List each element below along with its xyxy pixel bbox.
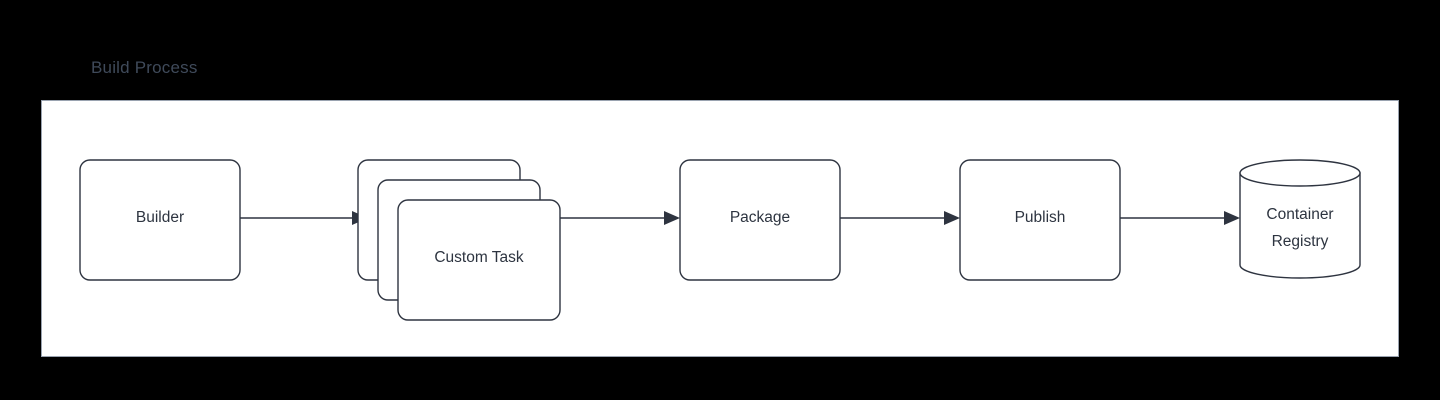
node-container-registry-label-line1: Container bbox=[1266, 206, 1333, 223]
page-title: Build Process bbox=[91, 58, 198, 77]
node-package[interactable]: Package bbox=[679, 159, 841, 281]
node-package-label: Package bbox=[730, 209, 790, 226]
node-container-registry-label-line2: Registry bbox=[1272, 233, 1329, 250]
edge-custom-task-to-package bbox=[560, 211, 680, 225]
custom-task-card-front bbox=[397, 199, 561, 321]
node-custom-task-label: Custom Task bbox=[434, 249, 524, 266]
edge-package-to-publish bbox=[840, 211, 960, 225]
node-custom-task[interactable]: Custom Task bbox=[357, 159, 561, 321]
node-container-registry[interactable]: Container Registry bbox=[1239, 159, 1361, 279]
node-publish-label: Publish bbox=[1015, 209, 1066, 226]
node-publish[interactable]: Publish bbox=[959, 159, 1121, 281]
node-builder-label: Builder bbox=[136, 209, 184, 226]
node-builder[interactable]: Builder bbox=[79, 159, 241, 281]
edge-builder-to-custom-task bbox=[240, 211, 368, 225]
edge-publish-to-container-registry bbox=[1120, 211, 1240, 225]
cylinder-top-cap-icon bbox=[1239, 159, 1361, 187]
